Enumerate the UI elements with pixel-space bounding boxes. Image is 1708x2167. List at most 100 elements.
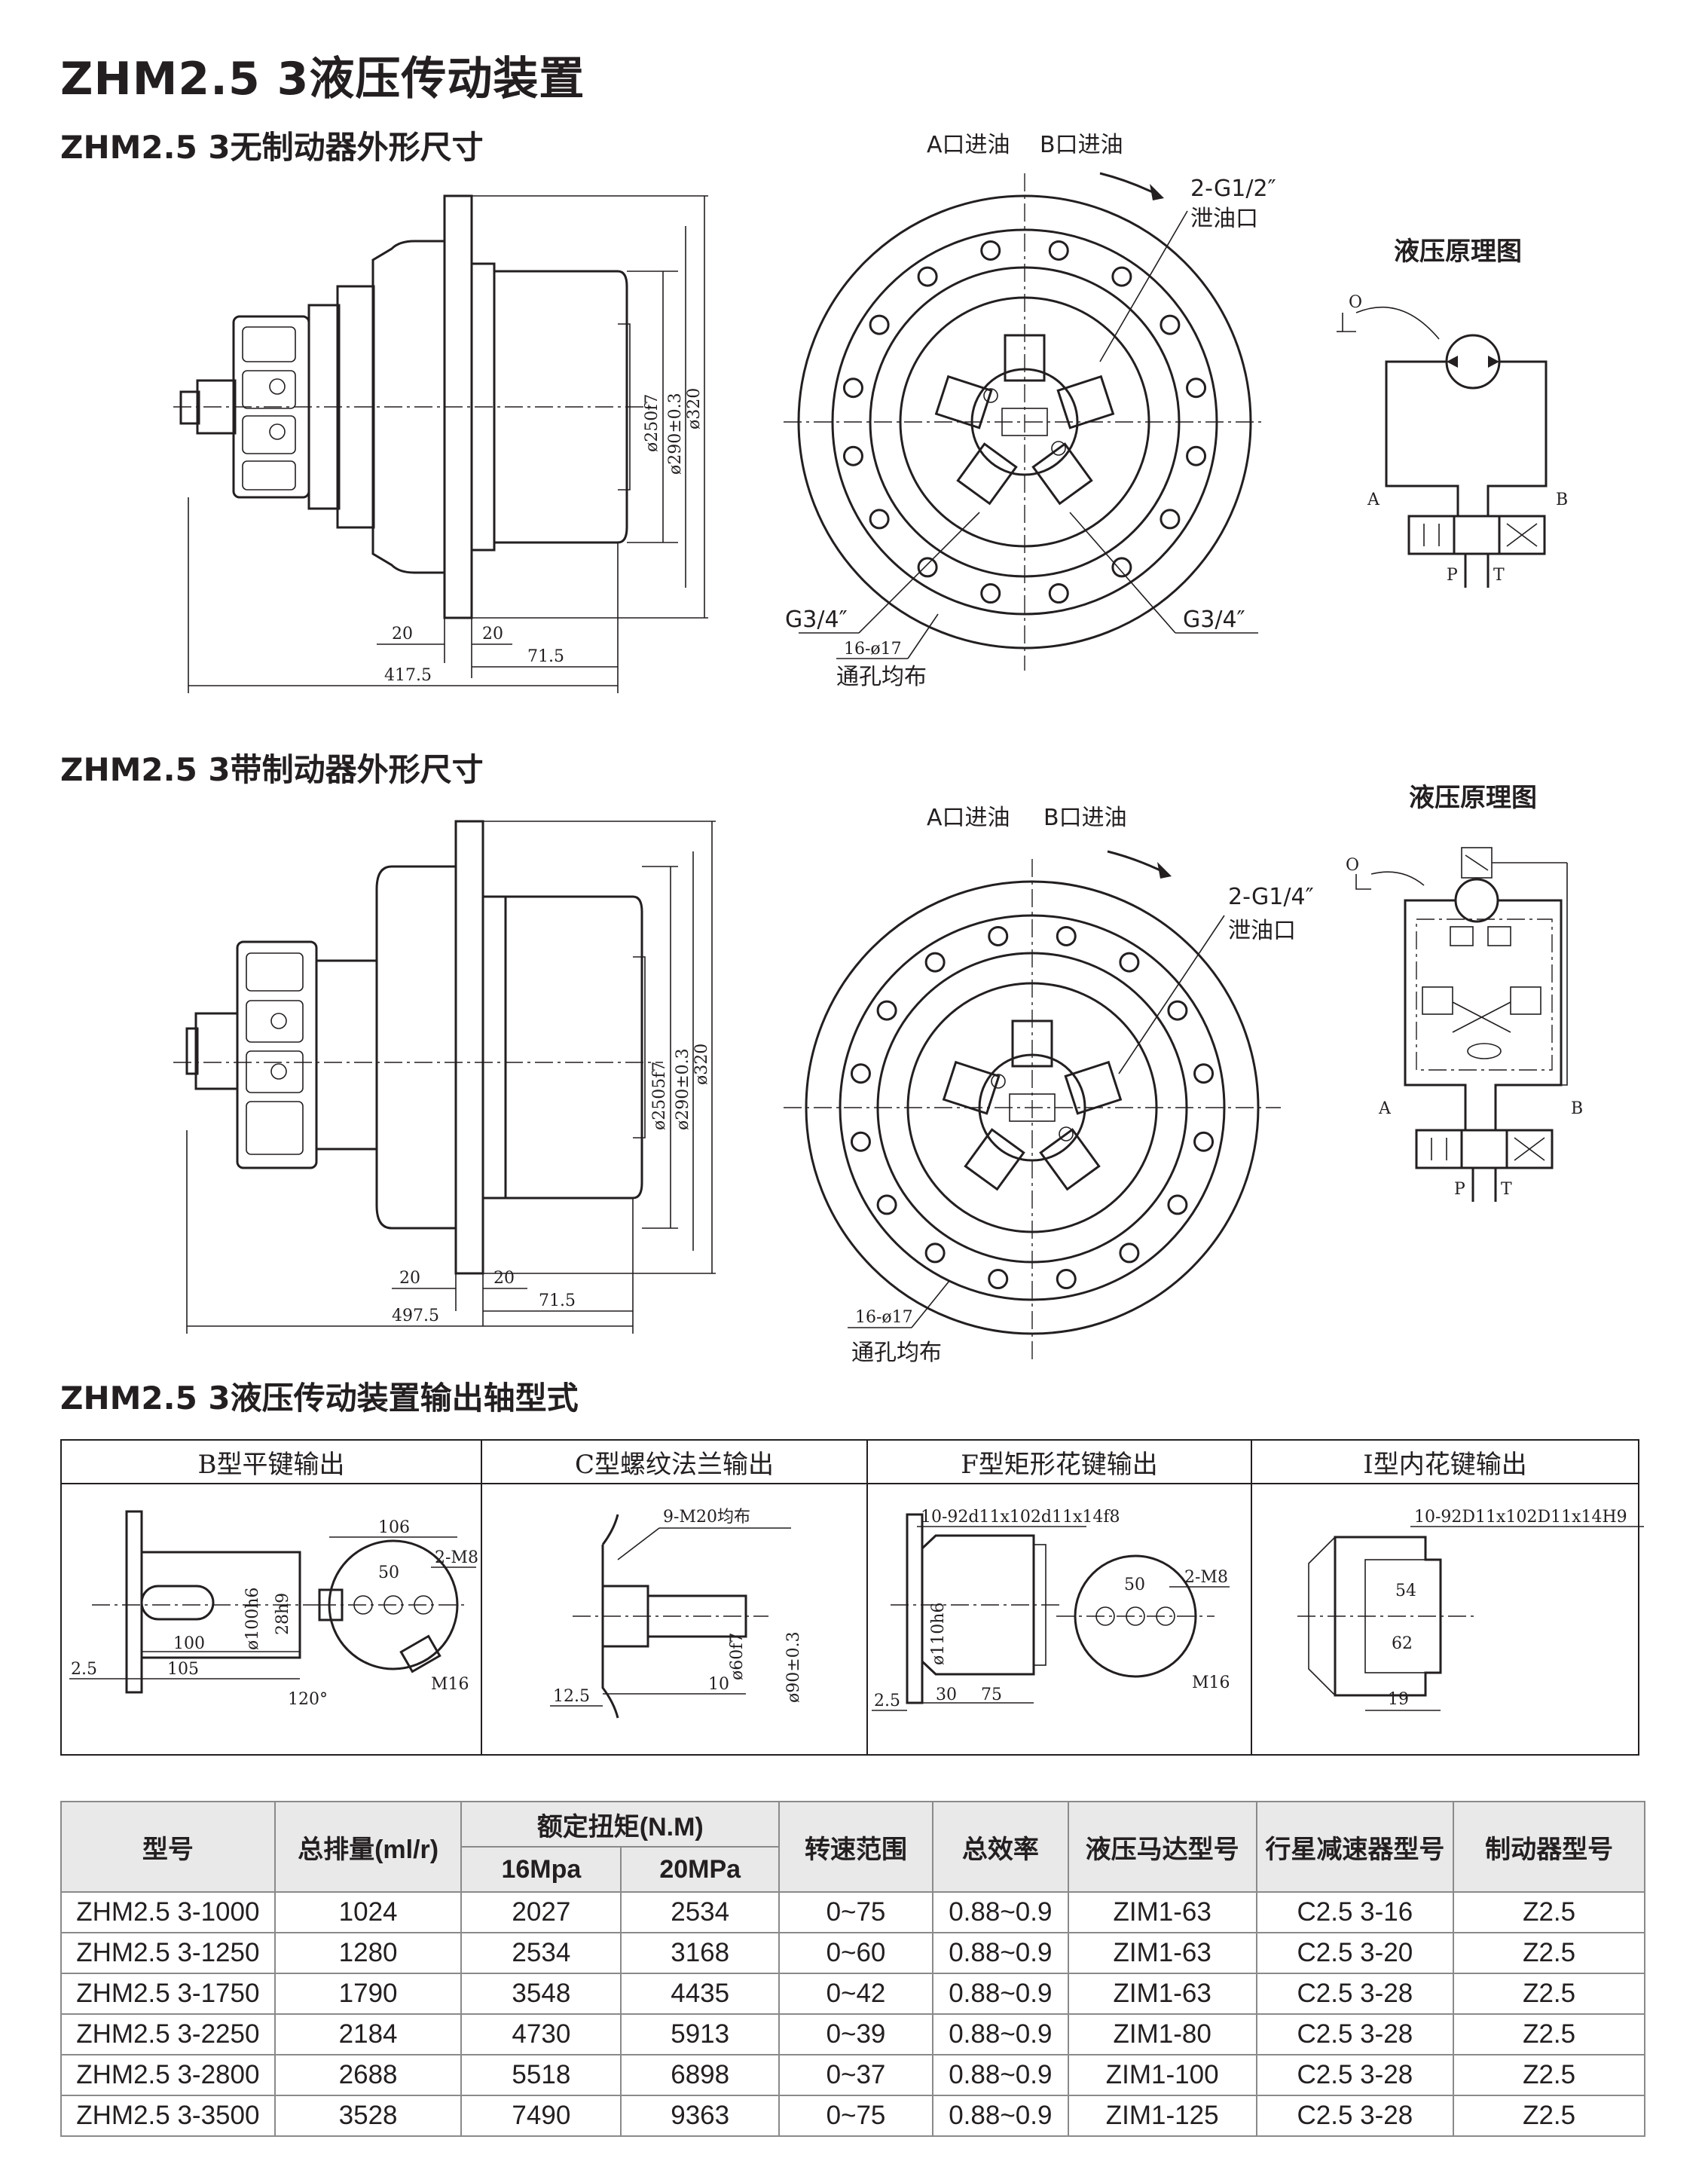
svg-text:ø90±0.3: ø90±0.3 — [784, 1631, 803, 1703]
table-cell: ZHM2.5 3-1750 — [60, 1973, 276, 2015]
table-cell: 0.88~0.9 — [931, 1891, 1069, 1933]
schematic2-o: O — [1346, 856, 1359, 875]
table-cell: ZHM2.5 3-2250 — [60, 2013, 276, 2055]
table-cell: Z2.5 — [1453, 1891, 1645, 1933]
th-efficiency: 总效率 — [931, 1801, 1069, 1893]
table-cell: 2534 — [460, 1932, 622, 1974]
section1-title: ZHM2.5 3无制动器外形尺寸 — [60, 129, 484, 166]
holes-note: 通孔均布 — [836, 664, 927, 690]
svg-text:62: 62 — [1392, 1634, 1413, 1653]
table-cell: ZIM1-80 — [1067, 2013, 1257, 2055]
svg-text:2.5: 2.5 — [71, 1660, 97, 1679]
svg-text:ø100h6: ø100h6 — [243, 1588, 262, 1650]
shaft-header-c: C型螺纹法兰输出 — [482, 1441, 868, 1484]
bolt-hole — [924, 952, 946, 973]
svg-text:M16: M16 — [1192, 1673, 1230, 1692]
bolt-hole — [1167, 1194, 1188, 1215]
svg-text:10: 10 — [708, 1675, 729, 1694]
table-cell: C2.5 3-28 — [1255, 2013, 1455, 2055]
schematic-title: 液压原理图 — [1394, 237, 1522, 267]
a-port-label: A口进油 — [927, 132, 1010, 158]
svg-text:106: 106 — [378, 1518, 410, 1537]
bolt-hole — [917, 266, 938, 287]
svg-text:50: 50 — [1124, 1576, 1145, 1594]
page-title: ZHM2.5 3液压传动装置 — [60, 53, 585, 105]
b-port-label-2: B口进油 — [1043, 805, 1127, 831]
svg-text:10-92D11x102D11x14H9: 10-92D11x102D11x14H9 — [1414, 1508, 1627, 1527]
dim-d320: ø320 — [685, 388, 704, 429]
schematic2-title: 液压原理图 — [1409, 783, 1537, 813]
schematic2-a: A — [1378, 1099, 1392, 1118]
table-cell: ZIM1-63 — [1067, 1932, 1257, 1974]
schematic-b: B — [1556, 491, 1568, 509]
bolt-hole — [1119, 1242, 1140, 1264]
shaft-type-table: B型平键输出 C型螺纹法兰输出 F型矩形花键输出 I型内花键输出 2.5 100… — [60, 1439, 1644, 1756]
dim2-71: 71.5 — [539, 1291, 576, 1310]
hydraulic-schematic-no-brake: 液压原理图 O A B P T — [1337, 237, 1568, 588]
bolt-hole — [850, 1063, 871, 1084]
table-cell: 4435 — [620, 1973, 781, 2015]
svg-text:12.5: 12.5 — [553, 1687, 590, 1706]
th-model: 型号 — [60, 1801, 276, 1893]
table-cell: ZIM1-125 — [1067, 2095, 1257, 2137]
g-right-label: G3/4″ — [1183, 607, 1245, 633]
shaft-header-i: I型内花键输出 — [1252, 1441, 1638, 1484]
table-cell: 3168 — [620, 1932, 781, 1974]
spec-table: 型号 总排量(ml/r) 额定扭矩(N.M) 转速范围 总效率 液压马达型号 行… — [60, 1801, 1645, 2137]
table-cell: 1790 — [273, 1973, 463, 2015]
th-16mpa: 16Mpa — [460, 1846, 622, 1893]
bolt-hole — [988, 1269, 1009, 1290]
drain-label: 泄油口 — [1190, 206, 1258, 232]
schematic-a: A — [1367, 491, 1380, 509]
table-cell: 3548 — [460, 1973, 622, 2015]
dim-d290: ø290±0.3 — [666, 393, 685, 475]
b-port-label: B口进油 — [1040, 132, 1123, 158]
table-cell: ZIM1-100 — [1067, 2054, 1257, 2096]
hydraulic-schematic-with-brake: 液压原理图 O A B P T — [1346, 783, 1583, 1202]
svg-text:100: 100 — [173, 1634, 205, 1653]
shaft-header-b: B型平键输出 — [62, 1441, 482, 1484]
svg-text:75: 75 — [981, 1686, 1002, 1704]
shaft-cell-f: 10-92d11x102d11x14f8 ø110h6 2.5 30 75 50… — [868, 1484, 1252, 1754]
table-cell: 2027 — [460, 1891, 622, 1933]
svg-text:M16: M16 — [431, 1675, 469, 1694]
bolt-hole — [876, 1000, 897, 1021]
dim-d250: ø250f7 — [643, 394, 662, 452]
bolt-hole — [1186, 377, 1207, 399]
bolt-hole — [869, 509, 890, 530]
dim2-d250: ø2505f7 — [650, 1062, 669, 1130]
table-cell: ZHM2.5 3-1250 — [60, 1932, 276, 1974]
table-cell: 2688 — [273, 2054, 463, 2096]
shaft-cell-b: 2.5 100 105 ø100h6 28h9 106 50 2-M8 M16 … — [62, 1484, 482, 1754]
svg-text:19: 19 — [1388, 1690, 1409, 1709]
bolt-hole — [917, 557, 938, 578]
section2-title: ZHM2.5 3带制动器外形尺寸 — [60, 751, 484, 788]
svg-text:10-92d11x102d11x14f8: 10-92d11x102d11x14f8 — [921, 1508, 1120, 1527]
dim2-d320: ø320 — [692, 1044, 711, 1085]
table-cell: 0~39 — [778, 2013, 933, 2055]
table-cell: 0.88~0.9 — [931, 2054, 1069, 2096]
table-cell: 0~75 — [778, 1891, 933, 1933]
th-speed: 转速范围 — [778, 1801, 933, 1893]
bolt-hole — [1056, 925, 1077, 946]
bolt-hole — [980, 583, 1001, 604]
th-brake: 制动器型号 — [1453, 1801, 1645, 1893]
holes-label-2: 16-ø17 — [855, 1308, 913, 1327]
table-cell: 1280 — [273, 1932, 463, 1974]
table-cell: 0.88~0.9 — [931, 1932, 1069, 1974]
table-cell: 3528 — [273, 2095, 463, 2137]
table-cell: ZHM2.5 3-1000 — [60, 1891, 276, 1933]
bolt-hole — [842, 377, 863, 399]
table-cell: C2.5 3-28 — [1255, 2095, 1455, 2137]
table-cell: Z2.5 — [1453, 2095, 1645, 2137]
dim2-d290: ø290±0.3 — [674, 1048, 692, 1130]
table-cell: 0~60 — [778, 1932, 933, 1974]
table-cell: 0.88~0.9 — [931, 1973, 1069, 2015]
table-cell: C2.5 3-16 — [1255, 1891, 1455, 1933]
bolt-hole — [1186, 445, 1207, 466]
dim-20b: 20 — [482, 625, 503, 643]
